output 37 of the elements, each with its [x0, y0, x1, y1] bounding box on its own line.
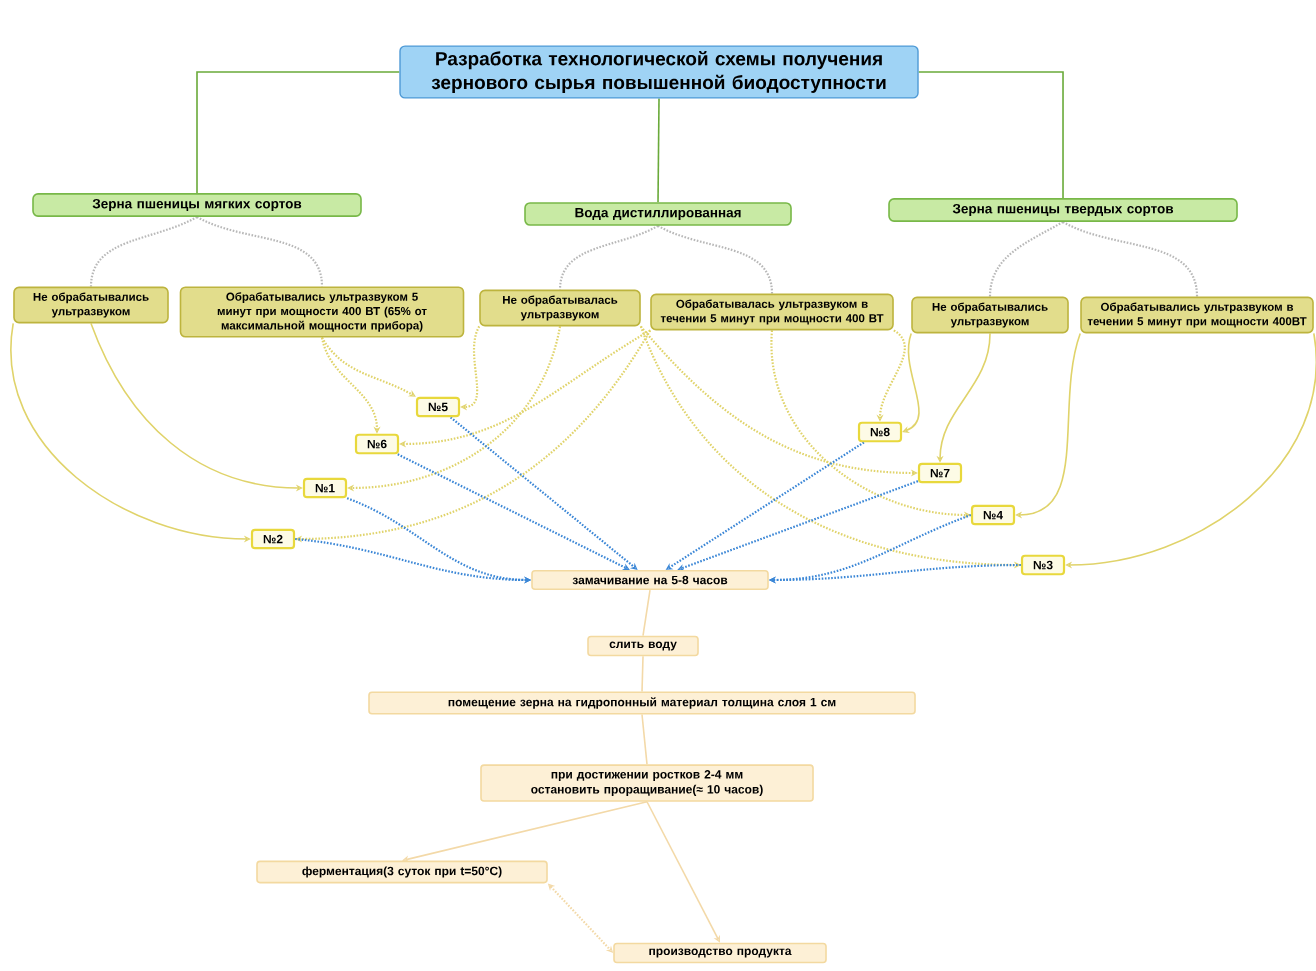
group-box: Вода дистиллированная: [524, 202, 792, 226]
arrow: [646, 800, 720, 943]
condition-box: Обрабатывались ультразвуком в течении 5 минут при мощности 400ВТ: [1080, 296, 1314, 334]
arrow: [347, 326, 562, 492]
arrow: [1015, 332, 1081, 519]
sample-box: №3: [1020, 554, 1066, 576]
condition-box: Не обрабатывалась ультразвуком: [479, 289, 641, 327]
condition-box: Обрабатывалась ультразвуком в течении 5 минут при мощности 400 ВТ: [650, 293, 894, 331]
condition-box: Не обрабатывались ультразвуком: [13, 286, 169, 324]
arrow: [321, 337, 416, 397]
title-box: Разработка технологической схемы получения зернового сырья повышенной биодоступности: [399, 45, 919, 99]
arrow: [399, 329, 651, 448]
condition-box: Обрабатывались ультразвуком 5 минут при мощности 400 ВТ (65% от максимальной мощности прибора): [179, 286, 465, 338]
arrow: [1065, 332, 1316, 569]
arrow: [449, 416, 638, 570]
arrow: [397, 453, 630, 570]
condition-box: Не обрабатывались ультразвуком: [911, 296, 1069, 334]
arrow: [460, 325, 481, 411]
sample-box: №4: [970, 504, 1016, 526]
group-box: Зерна пшеницы твердых сортов: [888, 198, 1238, 222]
group-box: Зерна пшеницы мягких сортов: [32, 193, 362, 217]
process-box: замачивание на 5-8 часов: [531, 569, 769, 591]
process-box: слить воду: [587, 635, 699, 657]
sample-box: №1: [302, 477, 348, 499]
process-box: производство продукта: [613, 942, 827, 964]
sample-box: №2: [250, 528, 296, 550]
arrow: [295, 329, 652, 543]
process-box: ферментация(3 суток при t=50°С): [256, 860, 548, 884]
arrow: [677, 480, 919, 571]
arrow: [902, 332, 920, 433]
process-box: при достижении ростков 2-4 мм остановить проращивание(≈ 10 часов): [480, 764, 814, 802]
sample-box: №8: [857, 421, 903, 443]
process-box: помещение зерна на гидропонный материал толщина слоя 1 см: [368, 691, 916, 715]
sample-box: №6: [354, 433, 400, 455]
sample-box: №5: [415, 396, 461, 418]
sample-box: №7: [917, 462, 963, 484]
arrow: [402, 800, 648, 863]
